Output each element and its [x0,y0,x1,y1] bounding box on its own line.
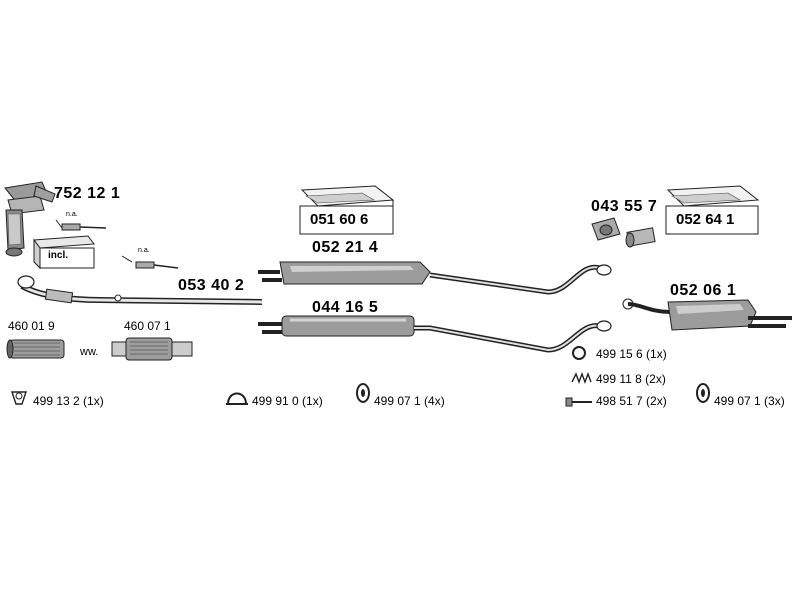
flex-right-part-number: 460 07 1 [124,319,171,333]
hanger-right-label: 499 07 1 (3x) [714,394,785,408]
incl-kit-box [33,235,95,270]
ring-seal-icon [572,346,586,360]
rear-silencer-part-number: 052 06 1 [670,282,737,299]
manifold-part [4,181,56,257]
flex-pipe-left [6,339,65,359]
u-clamp-label: 499 91 0 (1x) [252,394,323,408]
middle-silencer-lower [258,315,612,353]
spring-icon [571,372,592,384]
kit-box-center-number: 051 60 6 [310,211,369,228]
middle-silencer-upper-number: 052 21 4 [312,239,379,256]
front-pipe [17,275,263,305]
u-clamp-icon [226,392,248,405]
flange-part-number: 043 55 7 [591,198,658,215]
na-note-lower: n.a. [138,247,150,254]
bolt-icon [565,397,592,407]
ww-note: ww. [80,346,99,358]
rear-silencer [622,298,792,331]
front-pipe-part-number: 053 40 2 [178,277,245,294]
flex-pipe-right [111,337,193,361]
hanger-center-label: 499 07 1 (4x) [374,394,445,408]
flange-pieces [591,217,656,248]
kit-box-center [299,185,395,235]
ring-seal-label: 499 15 6 (1x) [596,347,667,361]
bolt-label: 498 51 7 (2x) [596,394,667,408]
spring-label: 499 11 8 (2x) [596,372,666,386]
kit-box-right-number: 052 64 1 [676,211,735,228]
middle-silencer-upper [258,261,612,295]
na-note-upper: n.a. [66,211,78,218]
clamp-ring-icon [11,391,27,405]
manifold-part-number: 752 12 1 [54,185,121,202]
flex-left-part-number: 460 01 9 [8,319,55,333]
middle-silencer-lower-number: 044 16 5 [312,299,379,316]
incl-note: incl. [48,250,69,261]
sensor-upper [55,219,107,231]
clamp-ring-label: 499 13 2 (1x) [33,394,104,408]
hanger-center-icon [356,383,370,403]
sensor-lower [121,255,179,269]
kit-box-right [665,185,760,235]
hanger-right-icon [696,383,710,403]
